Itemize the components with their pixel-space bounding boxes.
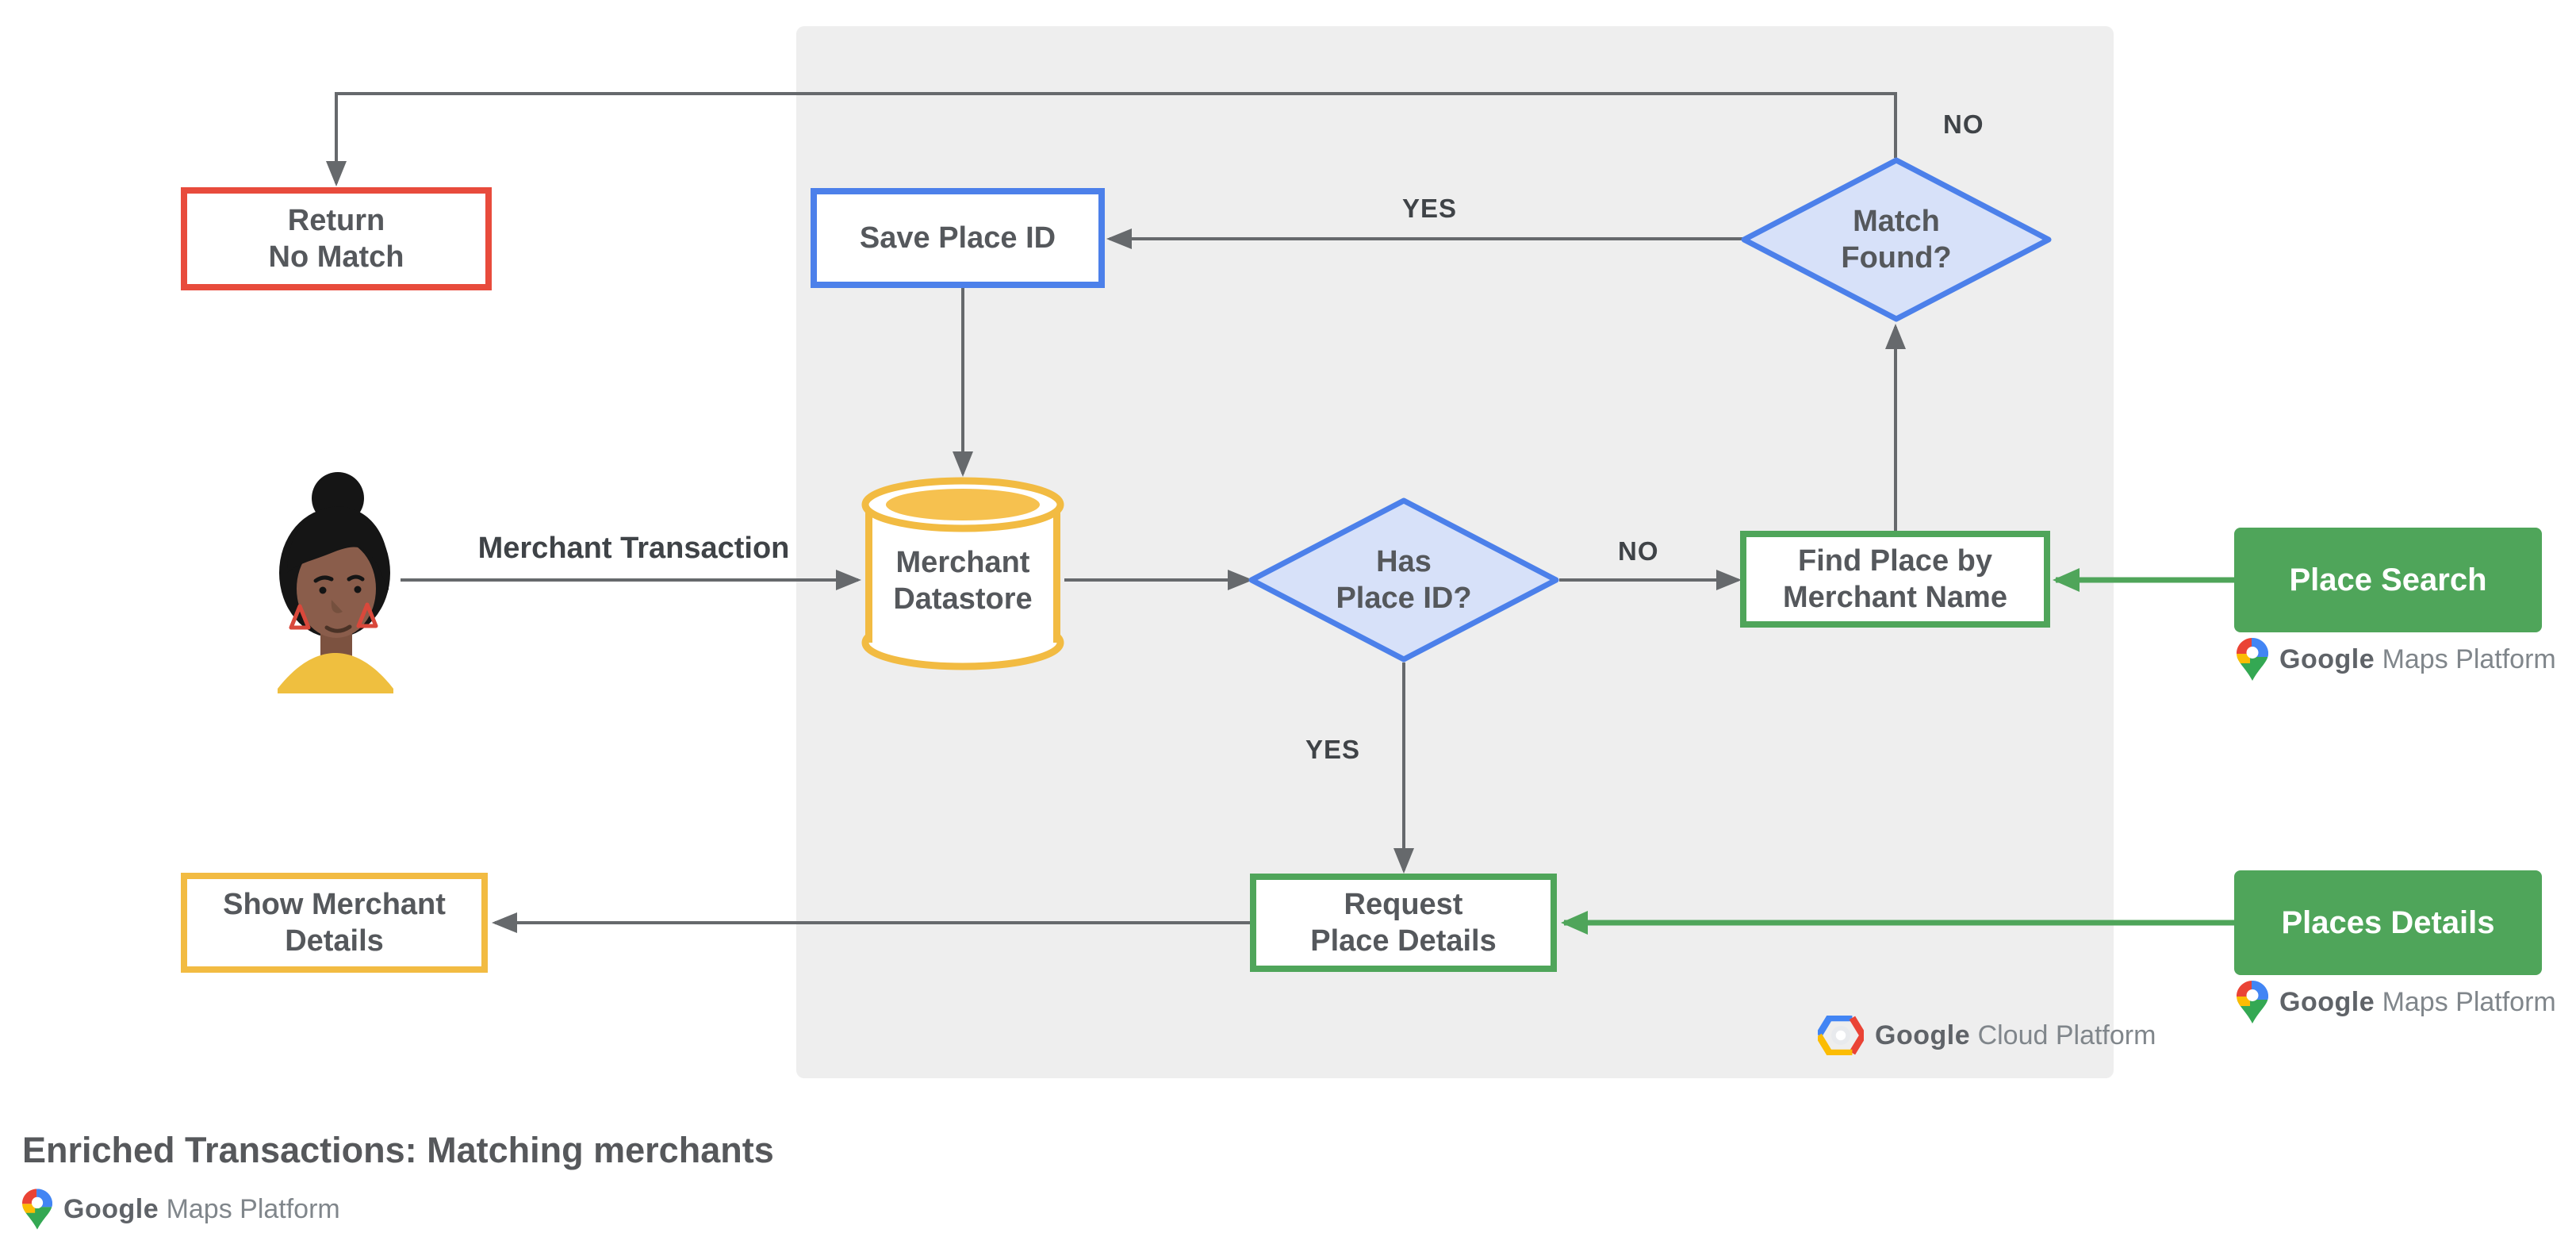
node-has-place-id: Has Place ID?: [1248, 497, 1559, 662]
node-merchant-datastore: Merchant Datastore: [861, 476, 1064, 674]
cloud-hexagon-icon: [1818, 1016, 1864, 1055]
gmp-logo-place-search: Google Maps Platform: [2237, 638, 2556, 681]
node-label-line: No Match: [268, 240, 404, 274]
decision-diamond-shape: [1248, 497, 1559, 662]
decision-diamond-shape: [1741, 157, 2052, 322]
node-request-place-details: Request Place Details: [1250, 874, 1557, 972]
maps-pin-icon: [2237, 638, 2268, 681]
gmp-logo-text: Google Maps Platform: [63, 1194, 340, 1225]
gmp-logo-google: Google: [63, 1193, 159, 1224]
node-label-line: Show Merchant: [223, 888, 446, 921]
node-label-line: Place Details: [1310, 924, 1497, 958]
edge-label-yes: YES: [1402, 194, 1458, 223]
maps-pin-icon: [2237, 981, 2268, 1023]
node-label-line: Details: [285, 924, 384, 958]
merchant-transaction-label: Merchant Transaction: [477, 532, 790, 565]
node-label-line: Has: [1376, 545, 1432, 578]
node-label-line: Found?: [1841, 241, 1952, 275]
node-find-place-by-merchant-name: Find Place by Merchant Name: [1740, 531, 2050, 628]
node-label-line: Match: [1853, 205, 1940, 238]
gmp-logo-google: Google: [2279, 643, 2375, 674]
datastore-cylinder-shape: [861, 477, 1064, 670]
node-label-line: Datastore: [893, 582, 1033, 616]
api-box-label: Places Details: [2281, 904, 2495, 940]
merchant-user-avatar: [278, 472, 393, 693]
node-label-line: Merchant: [895, 546, 1030, 579]
gmp-logo-footer: Google Maps Platform: [22, 1189, 340, 1230]
gcp-logo-suffix: Cloud Platform: [1977, 1020, 2156, 1050]
gmp-logo-suffix: Maps Platform: [2382, 643, 2556, 674]
edge-label-no: NO: [1618, 536, 1659, 566]
edge-label-yes: YES: [1305, 735, 1361, 764]
edge-label-no: NO: [1943, 109, 1984, 139]
diagram-title: Enriched Transactions: Matching merchant…: [22, 1130, 774, 1170]
api-box-places-details: Places Details: [2234, 870, 2542, 975]
api-box-label: Place Search: [2289, 562, 2487, 597]
gmp-logo-suffix: Maps Platform: [166, 1193, 340, 1224]
maps-pin-icon: [22, 1189, 52, 1230]
gmp-logo-google: Google: [2279, 986, 2375, 1017]
gmp-logo-text: Google Maps Platform: [2279, 987, 2556, 1018]
node-label-line: Return: [287, 204, 385, 237]
node-label-line: Request: [1344, 888, 1463, 921]
node-return-no-match: Return No Match: [181, 187, 492, 290]
gcp-logo: Google Cloud Platform: [1818, 1016, 2156, 1055]
gmp-logo-suffix: Maps Platform: [2382, 986, 2556, 1017]
node-label-line: Find Place by: [1798, 544, 1992, 578]
gmp-logo-text: Google Maps Platform: [2279, 644, 2556, 675]
node-match-found: Match Found?: [1741, 157, 2052, 322]
node-label-line: Place ID?: [1336, 582, 1472, 615]
gmp-logo-places-details: Google Maps Platform: [2237, 981, 2556, 1023]
node-label-line: Merchant Name: [1783, 581, 2007, 614]
node-show-merchant-details: Show Merchant Details: [181, 873, 488, 973]
node-label-line: Save Place ID: [859, 221, 1056, 255]
api-box-place-search: Place Search: [2234, 528, 2542, 632]
node-save-place-id: Save Place ID: [811, 188, 1105, 288]
gcp-logo-google: Google: [1875, 1020, 1971, 1050]
gcp-logo-text: Google Cloud Platform: [1875, 1020, 2156, 1051]
